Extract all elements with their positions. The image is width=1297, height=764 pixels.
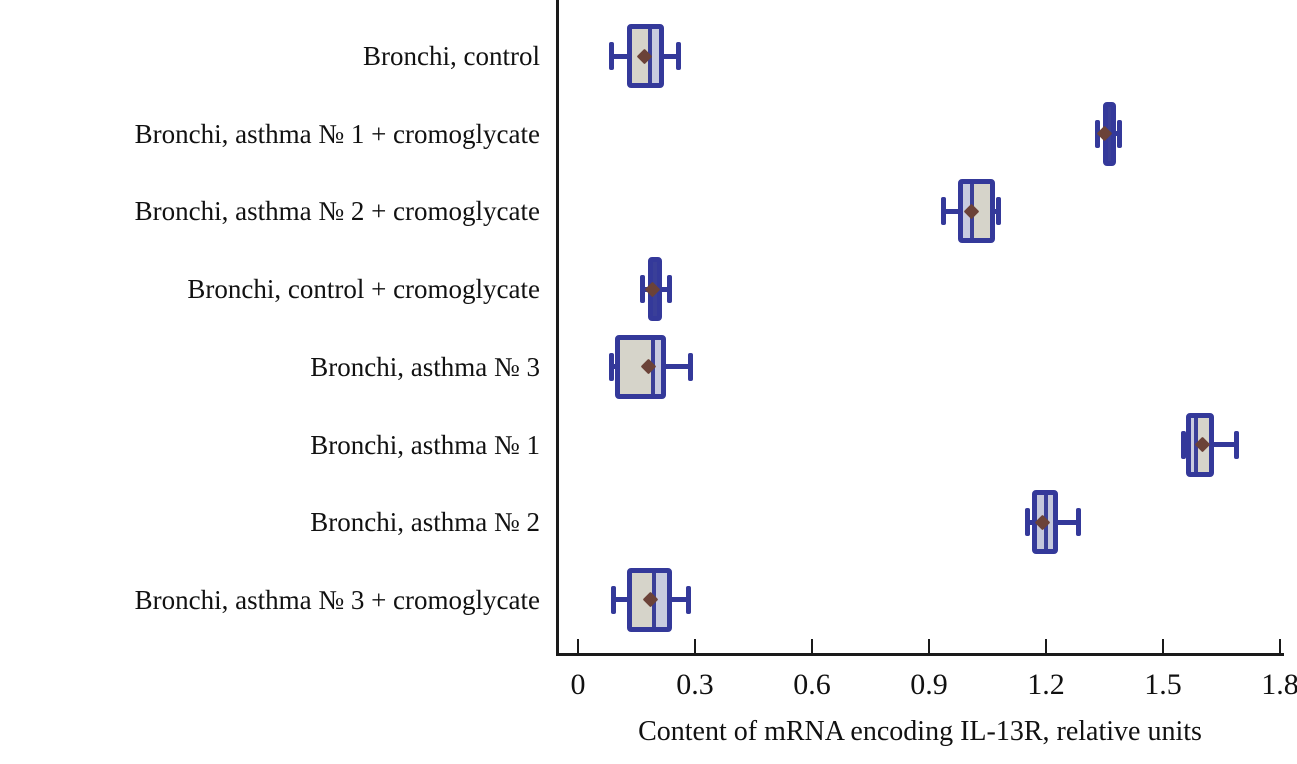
x-axis-line bbox=[556, 653, 1284, 656]
x-axis-title: Content of mRNA encoding IL-13R, relativ… bbox=[638, 716, 1202, 747]
box-fill-right bbox=[650, 29, 659, 83]
box-fill-right bbox=[652, 339, 661, 394]
whisker-cap-low bbox=[640, 275, 646, 304]
whisker-cap-high bbox=[686, 585, 692, 614]
x-tick-mark bbox=[694, 639, 696, 653]
whisker-cap-high bbox=[666, 275, 672, 304]
category-label: Bronchi, control bbox=[363, 41, 540, 71]
x-tick-mark bbox=[1279, 639, 1281, 653]
x-tick-label: 0.6 bbox=[793, 668, 831, 701]
whisker-cap-high bbox=[996, 197, 1002, 226]
whisker-cap-high bbox=[676, 42, 682, 70]
whisker-cap-low bbox=[611, 585, 617, 614]
y-axis-line bbox=[556, 0, 559, 656]
whisker-cap-high bbox=[1117, 119, 1123, 148]
category-label: Bronchi, control + cromoglycate bbox=[187, 274, 540, 305]
whisker-cap-low bbox=[609, 42, 615, 70]
box-fill-right bbox=[654, 572, 667, 627]
whisker-cap-high bbox=[688, 352, 694, 381]
x-tick-label: 1.8 bbox=[1261, 668, 1297, 701]
whisker-cap-high bbox=[1234, 430, 1240, 459]
x-tick-label: 0.3 bbox=[676, 668, 714, 701]
x-tick-label: 1.2 bbox=[1027, 668, 1065, 701]
x-tick-mark bbox=[811, 639, 813, 653]
box-fill-left bbox=[1191, 417, 1197, 472]
x-tick-mark bbox=[1162, 639, 1164, 653]
box-fill-right bbox=[971, 184, 991, 239]
category-label: Bronchi, asthma № 2 bbox=[310, 507, 540, 538]
whisker-cap-high bbox=[1076, 508, 1082, 537]
x-tick-label: 1.5 bbox=[1144, 668, 1182, 701]
whisker-cap-low bbox=[1024, 508, 1030, 537]
category-label: Bronchi, asthma № 1 + cromoglycate bbox=[134, 118, 540, 149]
category-label: Bronchi, asthma № 2 + cromoglycate bbox=[134, 196, 540, 227]
x-tick-label: 0.9 bbox=[910, 668, 948, 701]
category-label: Bronchi, asthma № 1 bbox=[310, 429, 540, 460]
whisker-cap-low bbox=[609, 352, 615, 381]
category-label: Bronchi, asthma № 3 bbox=[310, 351, 540, 382]
x-tick-mark bbox=[928, 639, 930, 653]
whisker-cap-low bbox=[1180, 430, 1186, 459]
category-label: Bronchi, asthma № 3 + cromoglycate bbox=[134, 584, 540, 615]
whisker-cap-low bbox=[940, 197, 946, 226]
x-tick-mark bbox=[577, 639, 579, 653]
x-tick-mark bbox=[1045, 639, 1047, 653]
x-tick-label: 0 bbox=[570, 668, 586, 701]
